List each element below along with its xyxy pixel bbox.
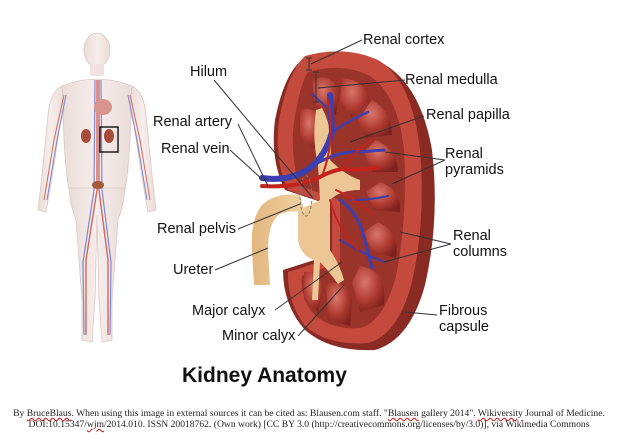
label-renal-pyramids-line2: pyramids (445, 162, 504, 178)
label-renal-pyramids-line1: Renal (445, 146, 483, 162)
label-renal-medulla: Renal medulla (405, 72, 498, 88)
label-renal-columns-line2: columns (453, 244, 507, 260)
label-major-calyx: Major calyx (192, 303, 266, 319)
label-renal-cortex: Renal cortex (363, 32, 445, 48)
author-name: BruceBlaus (26, 408, 72, 419)
label-ureter: Ureter (173, 262, 214, 278)
journal-name: Wikiversity (477, 408, 523, 419)
kidney-cross-section (251, 51, 435, 351)
leader-lines (213, 39, 452, 337)
attribution-caption: By BruceBlaus. When using this image in … (0, 408, 618, 430)
label-hilum: Hilum (190, 64, 228, 80)
human-body-figure (37, 32, 157, 343)
renal-pelvis (298, 108, 360, 300)
label-fibrous-capsule-line1: Fibrous (439, 303, 488, 319)
kidney-highlight-box (99, 126, 119, 153)
label-renal-columns-line1: Renal (453, 228, 491, 244)
doi-journal: wjm (86, 419, 104, 430)
renal-vein (259, 92, 389, 270)
renal-artery (260, 99, 380, 251)
renal-pyramids (300, 77, 401, 326)
label-minor-calyx: Minor calyx (222, 328, 296, 344)
ureter-tube (251, 194, 305, 285)
label-renal-vein: Renal vein (161, 141, 230, 157)
label-renal-artery: Renal artery (153, 114, 232, 130)
label-renal-pelvis: Renal pelvis (157, 221, 236, 237)
attribution-line-2: DOI:10.15347/wjm/2014.010. ISSN 20018762… (28, 419, 590, 430)
label-fibrous-capsule-line2: capsule (439, 319, 489, 335)
label-renal-papilla: Renal papilla (426, 107, 510, 123)
gallery-name: Blausen (387, 408, 419, 419)
attribution-line-1: By BruceBlaus. When using this image in … (13, 408, 605, 419)
hilum-outline (299, 175, 313, 217)
figure-title: Kidney Anatomy (182, 364, 347, 387)
